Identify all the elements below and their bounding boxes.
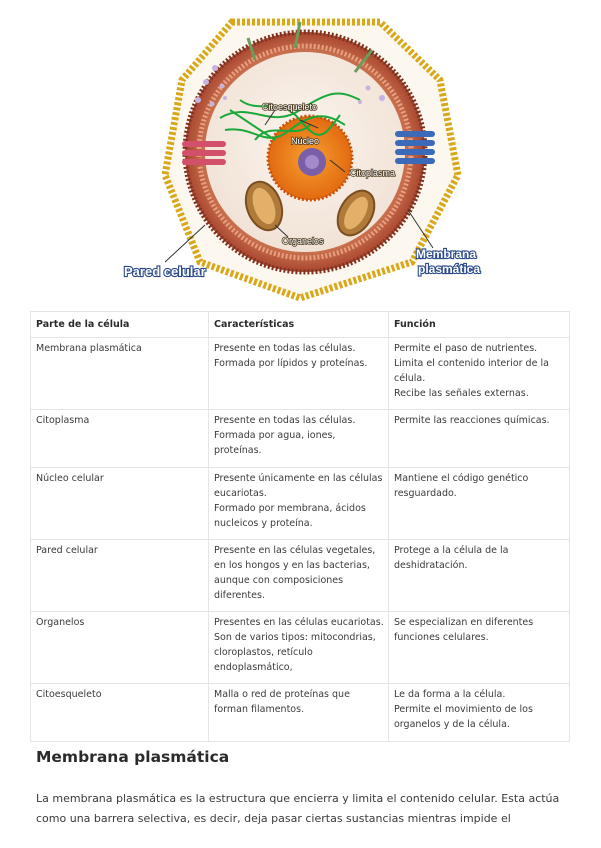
cell-line: Protege a la célula de la deshidratación… xyxy=(394,545,509,571)
table-row: Citoesqueleto Malla o red de proteínas q… xyxy=(30,683,570,742)
cell-funcion: Protege a la célula de la deshidratación… xyxy=(388,539,570,612)
cell-part: Núcleo celular xyxy=(30,467,209,540)
label-plasmatica: plasmática xyxy=(418,262,480,276)
header-funcion: Función xyxy=(388,311,570,338)
cell-line: Presente en todas las células. xyxy=(214,343,356,354)
cell-funcion: Permite el paso de nutrientes. Limita el… xyxy=(388,337,570,410)
cell-funcion: Le da forma a la célula. Permite el movi… xyxy=(388,683,570,742)
cell-line: Presente en todas las células. xyxy=(214,415,356,426)
cell-line: Formada por agua, iones, proteínas. xyxy=(214,430,336,456)
table-row: Organelos Presentes en las células eucar… xyxy=(30,611,570,684)
cell-line: Se especializan en diferentes funciones … xyxy=(394,617,534,643)
section-paragraph: La membrana plasmática es la estructura … xyxy=(36,792,560,825)
cell-caracteristicas: Presentes en las células eucariotas. Son… xyxy=(208,611,389,684)
cell-parts-table: Parte de la célula Características Funci… xyxy=(30,311,570,742)
mitochondrion-right xyxy=(336,189,376,237)
table-row: Membrana plasmática Presente en todas la… xyxy=(30,337,570,410)
cell-caracteristicas: Presente únicamente en las células eucar… xyxy=(208,467,389,540)
label-membrana: Membrana xyxy=(416,247,476,261)
membrane-protein-right xyxy=(395,131,435,164)
table-row: Citoplasma Presente en todas las células… xyxy=(30,409,570,468)
label-pared-celular: Pared celular xyxy=(124,264,206,279)
cell-caracteristicas: Presente en las células vegetales, en lo… xyxy=(208,539,389,612)
cell-caracteristicas: Malla o red de proteínas que forman fila… xyxy=(208,683,389,742)
cell-line: Permite el movimiento de los organelos y… xyxy=(394,704,533,730)
label-nucleo: Núcleo xyxy=(291,136,319,146)
table-row: Núcleo celular Presente únicamente en la… xyxy=(30,467,570,540)
cell-line: Formado por membrana, ácidos nucleicos y… xyxy=(214,503,366,529)
cell-funcion: Permite las reacciones químicas. xyxy=(388,409,570,468)
cell-line: Malla o red de proteínas que forman fila… xyxy=(214,689,350,715)
section-heading: Membrana plasmática xyxy=(36,748,230,766)
table-header-row: Parte de la célula Características Funci… xyxy=(30,311,570,338)
cell-diagram-svg: Citoesqueleto Núcleo Citoplasma Organelo… xyxy=(123,18,481,302)
membrane-protein-left xyxy=(182,141,226,165)
cell-caracteristicas: Presente en todas las células. Formada p… xyxy=(208,409,389,468)
label-citoplasma: Citoplasma xyxy=(350,168,395,178)
cell-part: Citoplasma xyxy=(30,409,209,468)
header-parte: Parte de la célula xyxy=(30,311,209,338)
cell-line: Permite el paso de nutrientes. xyxy=(394,343,538,354)
cell-part: Membrana plasmática xyxy=(30,337,209,410)
cell-line: Mantiene el código genético resguardado. xyxy=(394,473,529,499)
cell-part: Citoesqueleto xyxy=(30,683,209,742)
cell-line: Formada por lípidos y proteínas. xyxy=(214,358,368,369)
mitochondrion-left xyxy=(244,180,284,232)
cell-part: Organelos xyxy=(30,611,209,684)
header-caracteristicas: Características xyxy=(208,311,389,338)
cell-part: Pared celular xyxy=(30,539,209,612)
cytoskeleton xyxy=(219,92,361,141)
cell-line: Presente únicamente en las células eucar… xyxy=(214,473,383,499)
label-citoesqueleto: Citoesqueleto xyxy=(262,102,317,112)
cell-line: Recibe las señales externas. xyxy=(394,388,529,399)
cell-funcion: Mantiene el código genético resguardado. xyxy=(388,467,570,540)
cell-caracteristicas: Presente en todas las células. Formada p… xyxy=(208,337,389,410)
cell-funcion: Se especializan en diferentes funciones … xyxy=(388,611,570,684)
cell-line: Permite las reacciones químicas. xyxy=(394,415,550,426)
cell-line: Presente en las células vegetales, en lo… xyxy=(214,545,376,601)
glycoproteins-top xyxy=(246,21,374,73)
label-organelos: Organelos xyxy=(282,236,324,246)
cell-diagram: Citoesqueleto Núcleo Citoplasma Organelo… xyxy=(0,0,601,305)
cell-line: Limita el contenido interior de la célul… xyxy=(394,358,549,384)
cell-line: Presentes en las células eucariotas. Son… xyxy=(214,617,384,673)
table-row: Pared celular Presente en las células ve… xyxy=(30,539,570,612)
cell-line: Le da forma a la célula. xyxy=(394,689,506,700)
vesicles xyxy=(195,65,385,107)
